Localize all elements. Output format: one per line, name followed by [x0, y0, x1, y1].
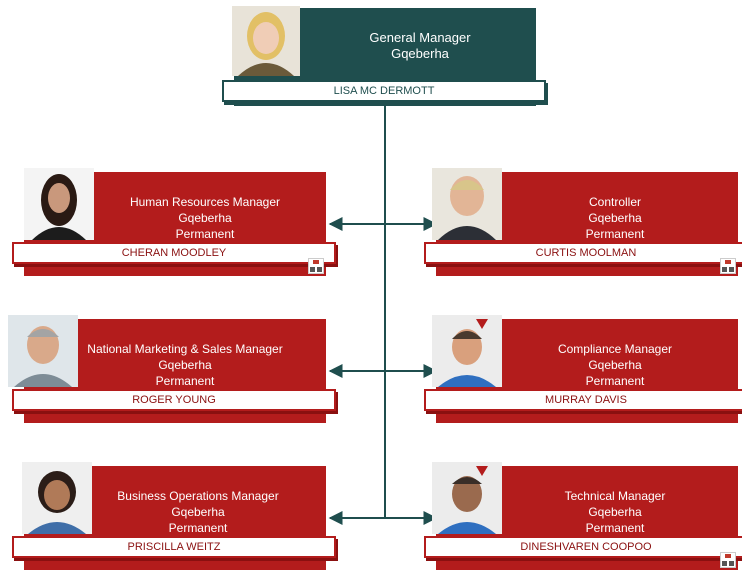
job-location: Gqeberha: [171, 505, 225, 519]
employee-name: DINESHVAREN COOPOO: [424, 536, 742, 558]
job-title: Human Resources Manager: [129, 195, 281, 209]
card-info: National Marketing & Sales Manager Gqebe…: [68, 341, 302, 389]
general-manager-info: General Manager Gqeberha: [304, 30, 536, 62]
card-info: Technical Manager Gqeberha Permanent: [502, 488, 728, 536]
job-location: Gqeberha: [178, 211, 232, 225]
job-status: Permanent: [155, 374, 215, 388]
org-card-hr-manager[interactable]: Human Resources Manager Gqeberha Permane…: [12, 168, 336, 276]
org-expand-icon[interactable]: [720, 552, 736, 568]
job-title: Controller: [588, 195, 642, 209]
job-status: Permanent: [585, 374, 645, 388]
person-photo-icon: [432, 168, 502, 240]
employee-name: CHERAN MOODLEY: [12, 242, 336, 264]
person-photo-icon: [22, 462, 92, 534]
person-photo-icon: [232, 6, 300, 76]
job-title: Compliance Manager: [557, 342, 673, 356]
job-location: Gqeberha: [588, 211, 642, 225]
employee-name: ROGER YOUNG: [12, 389, 336, 411]
employee-name: LISA MC DERMOTT: [222, 80, 546, 102]
employee-name: PRISCILLA WEITZ: [12, 536, 336, 558]
job-title: Business Operations Manager: [117, 489, 279, 503]
job-location: Gqeberha: [391, 46, 449, 61]
person-photo-icon: [8, 315, 78, 387]
job-status: Permanent: [585, 521, 645, 535]
org-card-business-ops-manager[interactable]: Business Operations Manager Gqeberha Per…: [12, 462, 336, 570]
org-card-marketing-manager[interactable]: National Marketing & Sales Manager Gqebe…: [8, 315, 336, 423]
card-info: Human Resources Manager Gqeberha Permane…: [94, 194, 316, 242]
person-photo-icon: [24, 168, 94, 240]
general-manager-card[interactable]: General Manager Gqeberha LISA MC DERMOTT: [222, 6, 546, 106]
person-photo-icon: [432, 462, 502, 534]
person-photo-icon: [432, 315, 502, 387]
org-card-technical-manager[interactable]: Technical Manager Gqeberha Permanent DIN…: [424, 462, 742, 570]
job-title: General Manager: [369, 30, 471, 45]
job-status: Permanent: [175, 227, 235, 241]
card-info: Controller Gqeberha Permanent: [502, 194, 728, 242]
org-card-controller[interactable]: Controller Gqeberha Permanent CURTIS MOO…: [424, 168, 742, 276]
job-location: Gqeberha: [588, 358, 642, 372]
card-info: Business Operations Manager Gqeberha Per…: [84, 488, 312, 536]
employee-name: CURTIS MOOLMAN: [424, 242, 742, 264]
job-status: Permanent: [585, 227, 645, 241]
org-card-compliance-manager[interactable]: Compliance Manager Gqeberha Permanent MU…: [424, 315, 742, 423]
job-status: Permanent: [168, 521, 228, 535]
org-expand-icon[interactable]: [308, 258, 324, 274]
job-location: Gqeberha: [588, 505, 642, 519]
job-location: Gqeberha: [158, 358, 212, 372]
employee-name: MURRAY DAVIS: [424, 389, 742, 411]
org-expand-icon[interactable]: [720, 258, 736, 274]
card-info: Compliance Manager Gqeberha Permanent: [502, 341, 728, 389]
job-title: Technical Manager: [564, 489, 666, 503]
job-title: National Marketing & Sales Manager: [87, 342, 283, 356]
